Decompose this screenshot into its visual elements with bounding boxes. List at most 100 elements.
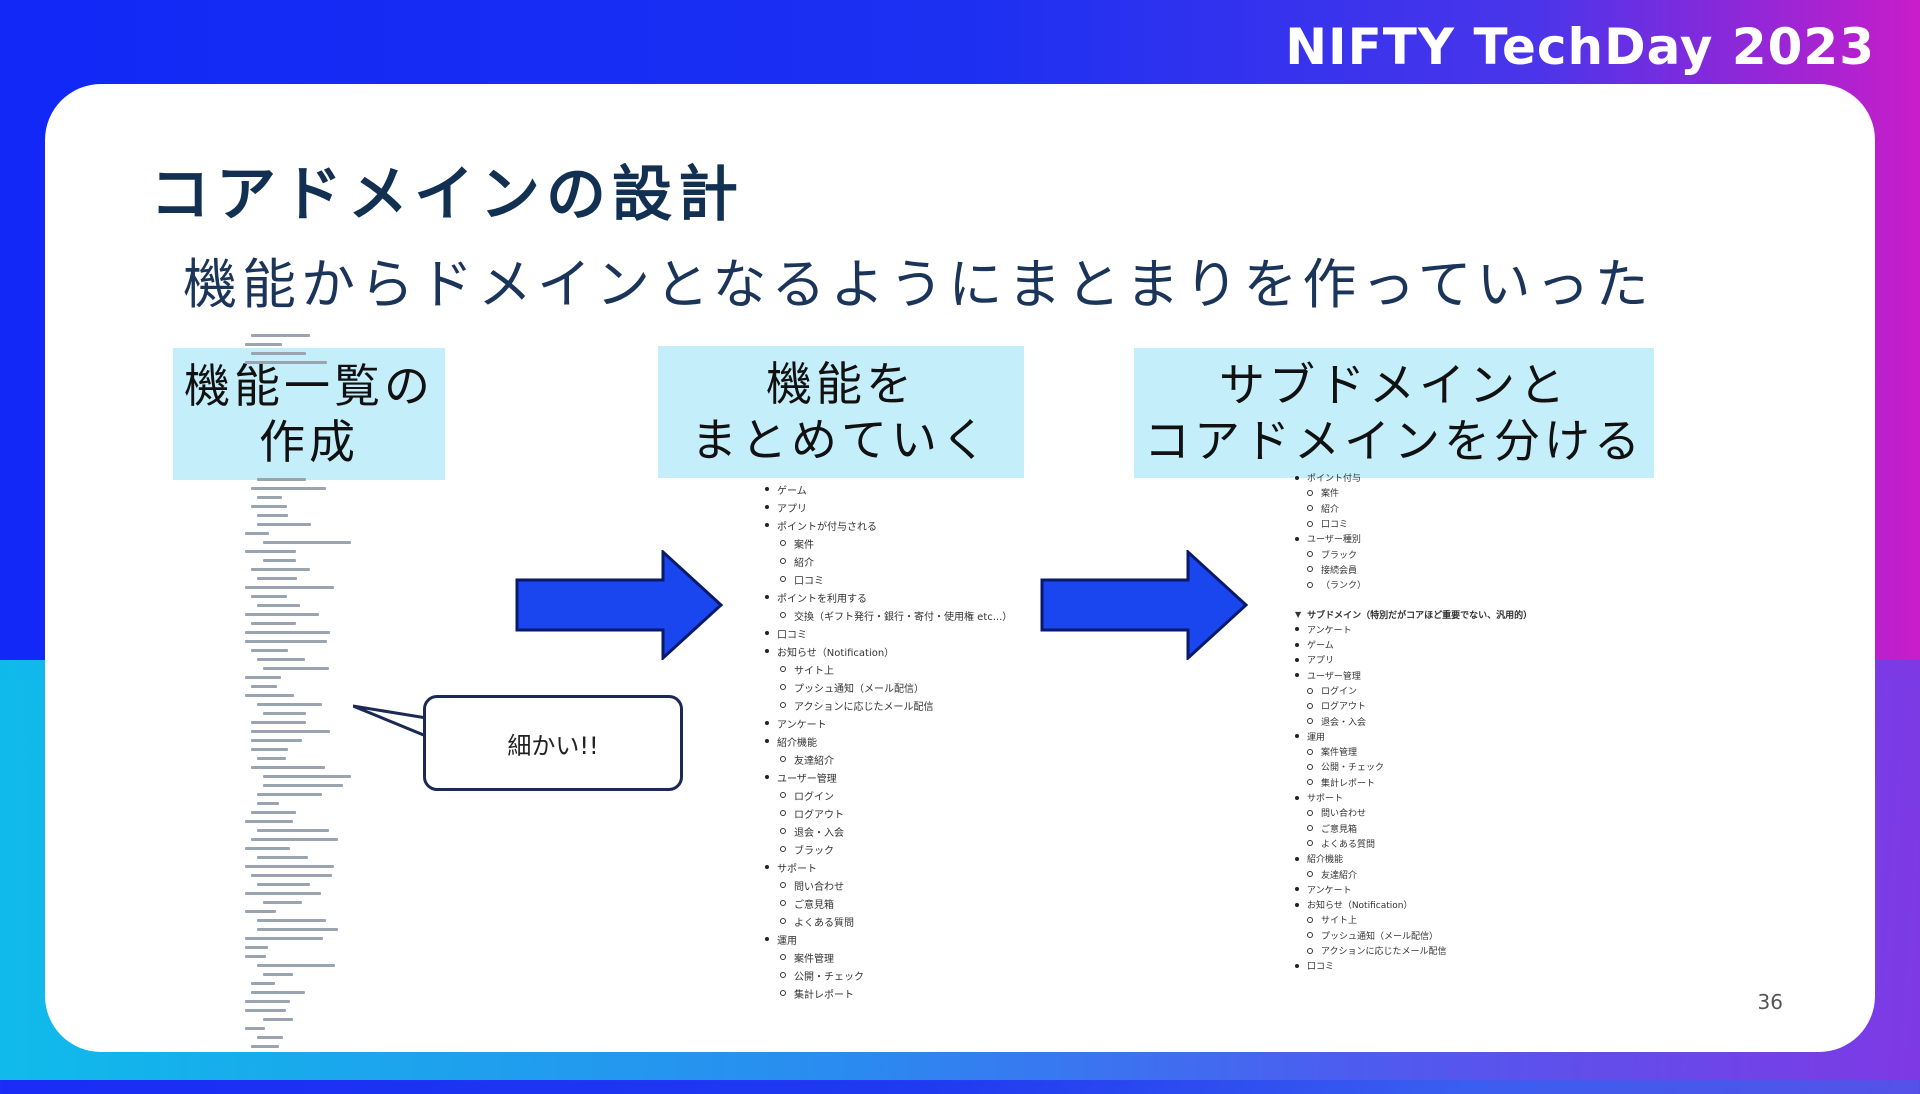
list-item: 案件: [765, 534, 1012, 552]
list-item-text: 運用: [1307, 732, 1326, 743]
list-item: 公開・チェック: [765, 966, 1012, 984]
list-item: サポート: [765, 858, 1012, 876]
bullet-icon: [765, 721, 769, 725]
thumbnail-line: [257, 964, 336, 967]
bullet-icon: [1295, 963, 1299, 968]
list-item: 案件管理: [765, 948, 1012, 966]
list-item-text: 問い合わせ: [1321, 809, 1367, 820]
arrow-right-icon: [1040, 550, 1249, 660]
thumbnail-line: [245, 550, 297, 553]
bullet-icon: [780, 792, 786, 798]
list-item: 退会・入会: [1295, 713, 1532, 728]
bullet-icon: [780, 882, 786, 888]
thumbnail-line: [263, 1018, 293, 1021]
list-item-text: 紹介機能: [1307, 855, 1344, 866]
bullet-icon: [1307, 551, 1313, 558]
bullet-icon: [765, 865, 769, 869]
list-item-text: 紹介: [1321, 504, 1340, 515]
list-item: ユーザー管理: [765, 768, 1012, 786]
list-item-text: 公開・チェック: [794, 971, 864, 983]
step-label-text: 機能を まとめていく: [691, 357, 991, 467]
list-item: ログイン: [1295, 683, 1532, 698]
thumbnail-line: [245, 865, 335, 868]
bullet-icon: [1307, 505, 1313, 512]
thumbnail-line: [257, 757, 287, 760]
list-item: ポイントが付与される: [765, 516, 1012, 534]
thumbnail-line: [263, 541, 351, 544]
thumbnail-line: [251, 622, 296, 625]
list-item-text: 運用: [777, 935, 797, 947]
thumbnail-line: [245, 1000, 290, 1003]
list-item: アンケート: [765, 714, 1012, 732]
bullet-icon: [1295, 673, 1299, 678]
thumbnail-line: [251, 595, 288, 598]
list-item-text: ご意見箱: [1321, 824, 1358, 835]
list-item-text: ブラック: [794, 845, 834, 857]
slide-title: コアドメインの設計: [150, 160, 744, 230]
list-item: アクションに応じたメール配信: [765, 696, 1012, 714]
list-item: 口コミ: [1295, 958, 1532, 973]
list-item-text: ゲーム: [1307, 641, 1334, 652]
list-item-text: アプリ: [777, 503, 807, 515]
subdomain-heading-text: サブドメイン（特別だがコアほど重要でない、汎用的）: [1307, 610, 1533, 621]
list-item: ゲーム: [1295, 637, 1532, 652]
bullet-icon: [1307, 840, 1313, 847]
list-item-text: ログアウト: [1321, 702, 1367, 713]
list-item: 紹介: [1295, 501, 1532, 516]
thumbnail-line: [257, 577, 297, 580]
list-item: ゲーム: [765, 480, 1012, 498]
list-item: 紹介: [765, 552, 1012, 570]
thumbnail-line: [245, 361, 327, 364]
thumbnail-line: [251, 811, 297, 814]
bullet-icon: [1295, 734, 1299, 739]
list-item-text: 問い合わせ: [794, 881, 844, 893]
thumbnail-line: [245, 820, 293, 823]
thumbnail-line: [257, 658, 306, 661]
list-item-text: アンケート: [777, 719, 827, 731]
thumbnail-line: [251, 982, 275, 985]
list-item: 公開・チェック: [1295, 759, 1532, 774]
arrow-right-icon: [515, 550, 724, 660]
slide-subtitle: 機能からドメインとなるようにまとまりを作っていった: [183, 253, 1654, 316]
list-item-text: 案件: [794, 539, 814, 551]
list-item-text: サイト上: [794, 665, 834, 677]
thumbnail-line: [257, 604, 301, 607]
list-item: 集計レポート: [765, 984, 1012, 1002]
list-item-text: 退会・入会: [794, 827, 844, 839]
thumbnail-line: [263, 559, 297, 562]
list-item-text: ユーザー管理: [777, 773, 837, 785]
bullet-icon: [1307, 932, 1313, 939]
list-item: ログアウト: [765, 804, 1012, 822]
list-item: アンケート: [1295, 882, 1532, 897]
bullet-icon: [765, 631, 769, 635]
thumbnail-line: [257, 883, 310, 886]
thumbnail-line: [245, 586, 334, 589]
thumbnail-line: [251, 487, 326, 490]
bullet-icon: [780, 558, 786, 564]
thumbnail-line: [263, 775, 351, 778]
thumbnail-line: [251, 838, 338, 841]
bullet-icon: [765, 505, 769, 509]
bullet-icon: [780, 828, 786, 834]
bullet-icon: [780, 810, 786, 816]
list-item-text: ゲーム: [777, 485, 807, 497]
list-item-text: アクションに応じたメール配信: [794, 701, 934, 713]
thumbnail-line: [245, 640, 327, 643]
list-item: ポイント付与: [1295, 470, 1532, 485]
bullet-icon: [765, 649, 769, 653]
list-item-text: よくある質問: [1321, 839, 1376, 850]
list-item: アクションに応じたメール配信: [1295, 943, 1532, 958]
thumbnail-line: [263, 901, 302, 904]
list-item-text: ログイン: [794, 791, 834, 803]
bullet-icon: [1307, 763, 1313, 770]
list-item-text: 交換（ギフト発行・銀行・寄付・使用権 etc...）: [794, 611, 1013, 623]
list-item-text: サポート: [777, 863, 817, 875]
list-item: アプリ: [765, 498, 1012, 516]
list-item: ご意見箱: [1295, 821, 1532, 836]
list-item: よくある質問: [1295, 836, 1532, 851]
bullet-icon: [1307, 702, 1313, 709]
list-item-text: サポート: [1307, 794, 1344, 805]
list-item: 案件: [1295, 485, 1532, 500]
list-item: サポート: [1295, 790, 1532, 805]
thumbnail-line: [257, 478, 306, 481]
